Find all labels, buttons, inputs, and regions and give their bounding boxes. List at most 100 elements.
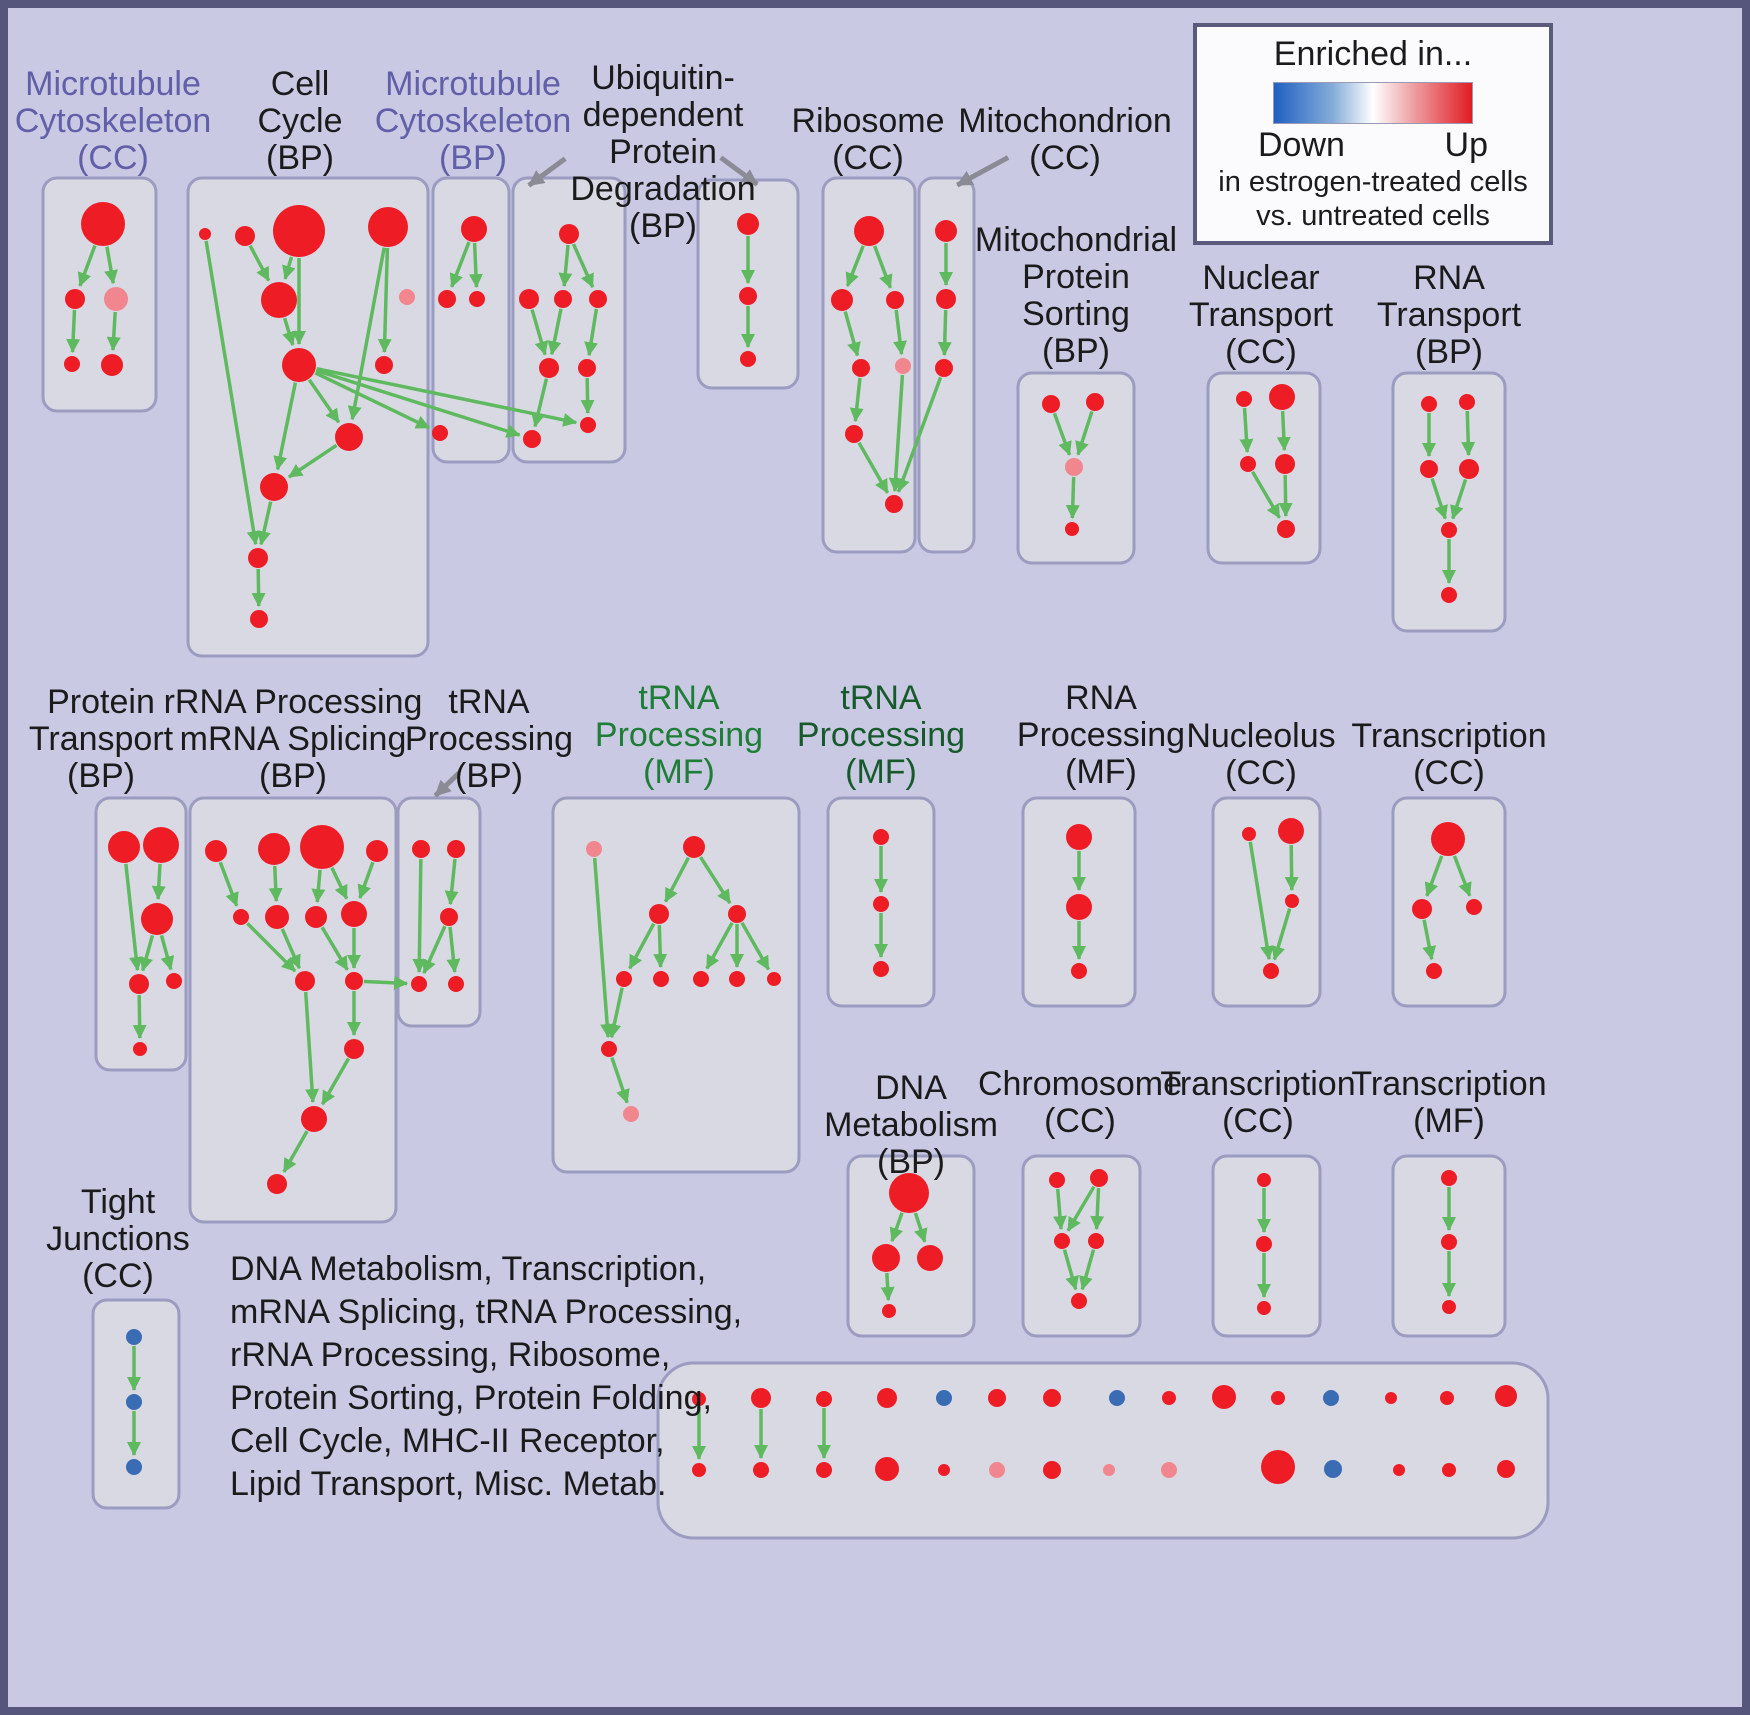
go-term-node: [1109, 1390, 1125, 1406]
edge-arrow: [251, 568, 266, 608]
label-line: mRNA Splicing: [179, 720, 407, 758]
label-line: tRNA: [448, 683, 530, 721]
label-line: Transport: [1188, 296, 1334, 334]
label-pointer-arrow: [956, 155, 1010, 188]
label-line: (CC): [77, 139, 149, 177]
go-term-node: [936, 289, 956, 309]
edge-arrow: [132, 994, 147, 1040]
go-term-node: [300, 825, 344, 869]
go-term-node: [81, 202, 125, 246]
label-line: Microtubule: [385, 65, 561, 103]
go-term-node: [1090, 1169, 1108, 1187]
label-line: Protein: [1022, 258, 1130, 296]
edge-arrow: [124, 863, 144, 972]
go-term-node: [872, 1244, 900, 1272]
edge-arrow: [282, 317, 296, 346]
label-line: Nucleolus: [1186, 717, 1336, 755]
go-term-node: [295, 971, 315, 991]
go-term-node: [1441, 1234, 1457, 1250]
label-line: Protein: [47, 683, 155, 721]
edge-arrow: [1065, 476, 1080, 520]
go-term-node: [989, 1462, 1005, 1478]
misc-note-line: mRNA Splicing, tRNA Processing,: [230, 1293, 743, 1331]
edge-arrow: [330, 867, 349, 900]
go-term-node: [345, 972, 363, 990]
edge-arrow: [610, 1056, 630, 1104]
go-term-node: [885, 495, 903, 513]
edge-arrow: [699, 856, 732, 905]
go-term-node: [1257, 1173, 1271, 1187]
go-term-node: [375, 356, 393, 374]
label-line: (BP): [67, 757, 135, 795]
go-term-node: [935, 220, 957, 242]
go-term-node: [1420, 460, 1438, 478]
edge-arrow: [314, 371, 431, 430]
go-term-node: [1440, 1391, 1454, 1405]
go-term-node: [692, 1463, 706, 1477]
edge-arrow: [446, 926, 461, 974]
edge-arrow: [893, 309, 907, 356]
edge-arrow: [889, 1212, 904, 1242]
go-term-node: [235, 226, 255, 246]
edge-arrow: [1276, 410, 1291, 452]
go-term-node: [1236, 391, 1252, 407]
go-term-node: [693, 971, 709, 987]
go-term-node: [816, 1462, 832, 1478]
edge-arrow: [1450, 478, 1468, 520]
go-term-node: [1086, 393, 1104, 411]
go-term-node: [267, 1174, 287, 1194]
go-term-node: [740, 351, 756, 367]
go-term-node: [1393, 1464, 1405, 1476]
go-term-node: [1277, 520, 1295, 538]
label-line: Protein: [609, 133, 717, 171]
edge-arrow: [1066, 1185, 1096, 1232]
go-term-node: [399, 289, 415, 305]
edge-arrow: [357, 861, 375, 899]
go-term-node: [438, 290, 456, 308]
edge-arrow: [873, 245, 893, 289]
go-term-node: [104, 287, 128, 311]
legend-down-label: Down: [1258, 126, 1345, 164]
go-term-node: [261, 282, 297, 318]
go-term-node: [882, 1304, 896, 1318]
go-term-node: [1065, 522, 1079, 536]
label-line: Microtubule: [25, 65, 201, 103]
go-term-node: [917, 1245, 943, 1271]
label-line: Degradation: [570, 170, 756, 208]
label-line: (BP): [1415, 333, 1483, 371]
go-term-node: [1459, 459, 1479, 479]
edge-arrow: [1052, 412, 1072, 456]
edge-arrow: [1278, 474, 1293, 518]
label-line: (BP): [877, 1143, 945, 1181]
go-term-node: [301, 1106, 327, 1132]
edge-arrow: [896, 376, 943, 493]
go-term-node: [1043, 1389, 1061, 1407]
trna-processing-bp-box: [396, 796, 482, 1028]
go-term-node: [601, 1041, 617, 1057]
label-pointer-arrow: [719, 155, 759, 187]
nuclear-transport-cc-box: [1206, 371, 1322, 565]
go-term-node: [1466, 899, 1482, 915]
go-term-node: [692, 1392, 706, 1406]
go-term-node: [845, 425, 863, 443]
go-term-node: [273, 205, 325, 257]
go-term-node: [1426, 963, 1442, 979]
edge-arrow: [1424, 855, 1444, 897]
microtubule-cytoskeleton-bp-2-box: [511, 176, 627, 464]
go-term-node: [1212, 1385, 1236, 1409]
edge-arrow: [547, 308, 563, 356]
legend-scale-labels: Down Up: [1258, 126, 1488, 165]
edge-arrow: [66, 309, 81, 354]
edge-arrow: [106, 311, 121, 352]
transcription-cc-label: Transcription(CC): [1229, 718, 1669, 792]
legend-subtitle-2: vs. untreated cells: [1256, 200, 1490, 232]
go-term-node: [889, 1173, 929, 1213]
go-term-node: [469, 291, 485, 307]
label-line: (MF): [1065, 753, 1137, 791]
edge-arrow: [280, 928, 301, 970]
